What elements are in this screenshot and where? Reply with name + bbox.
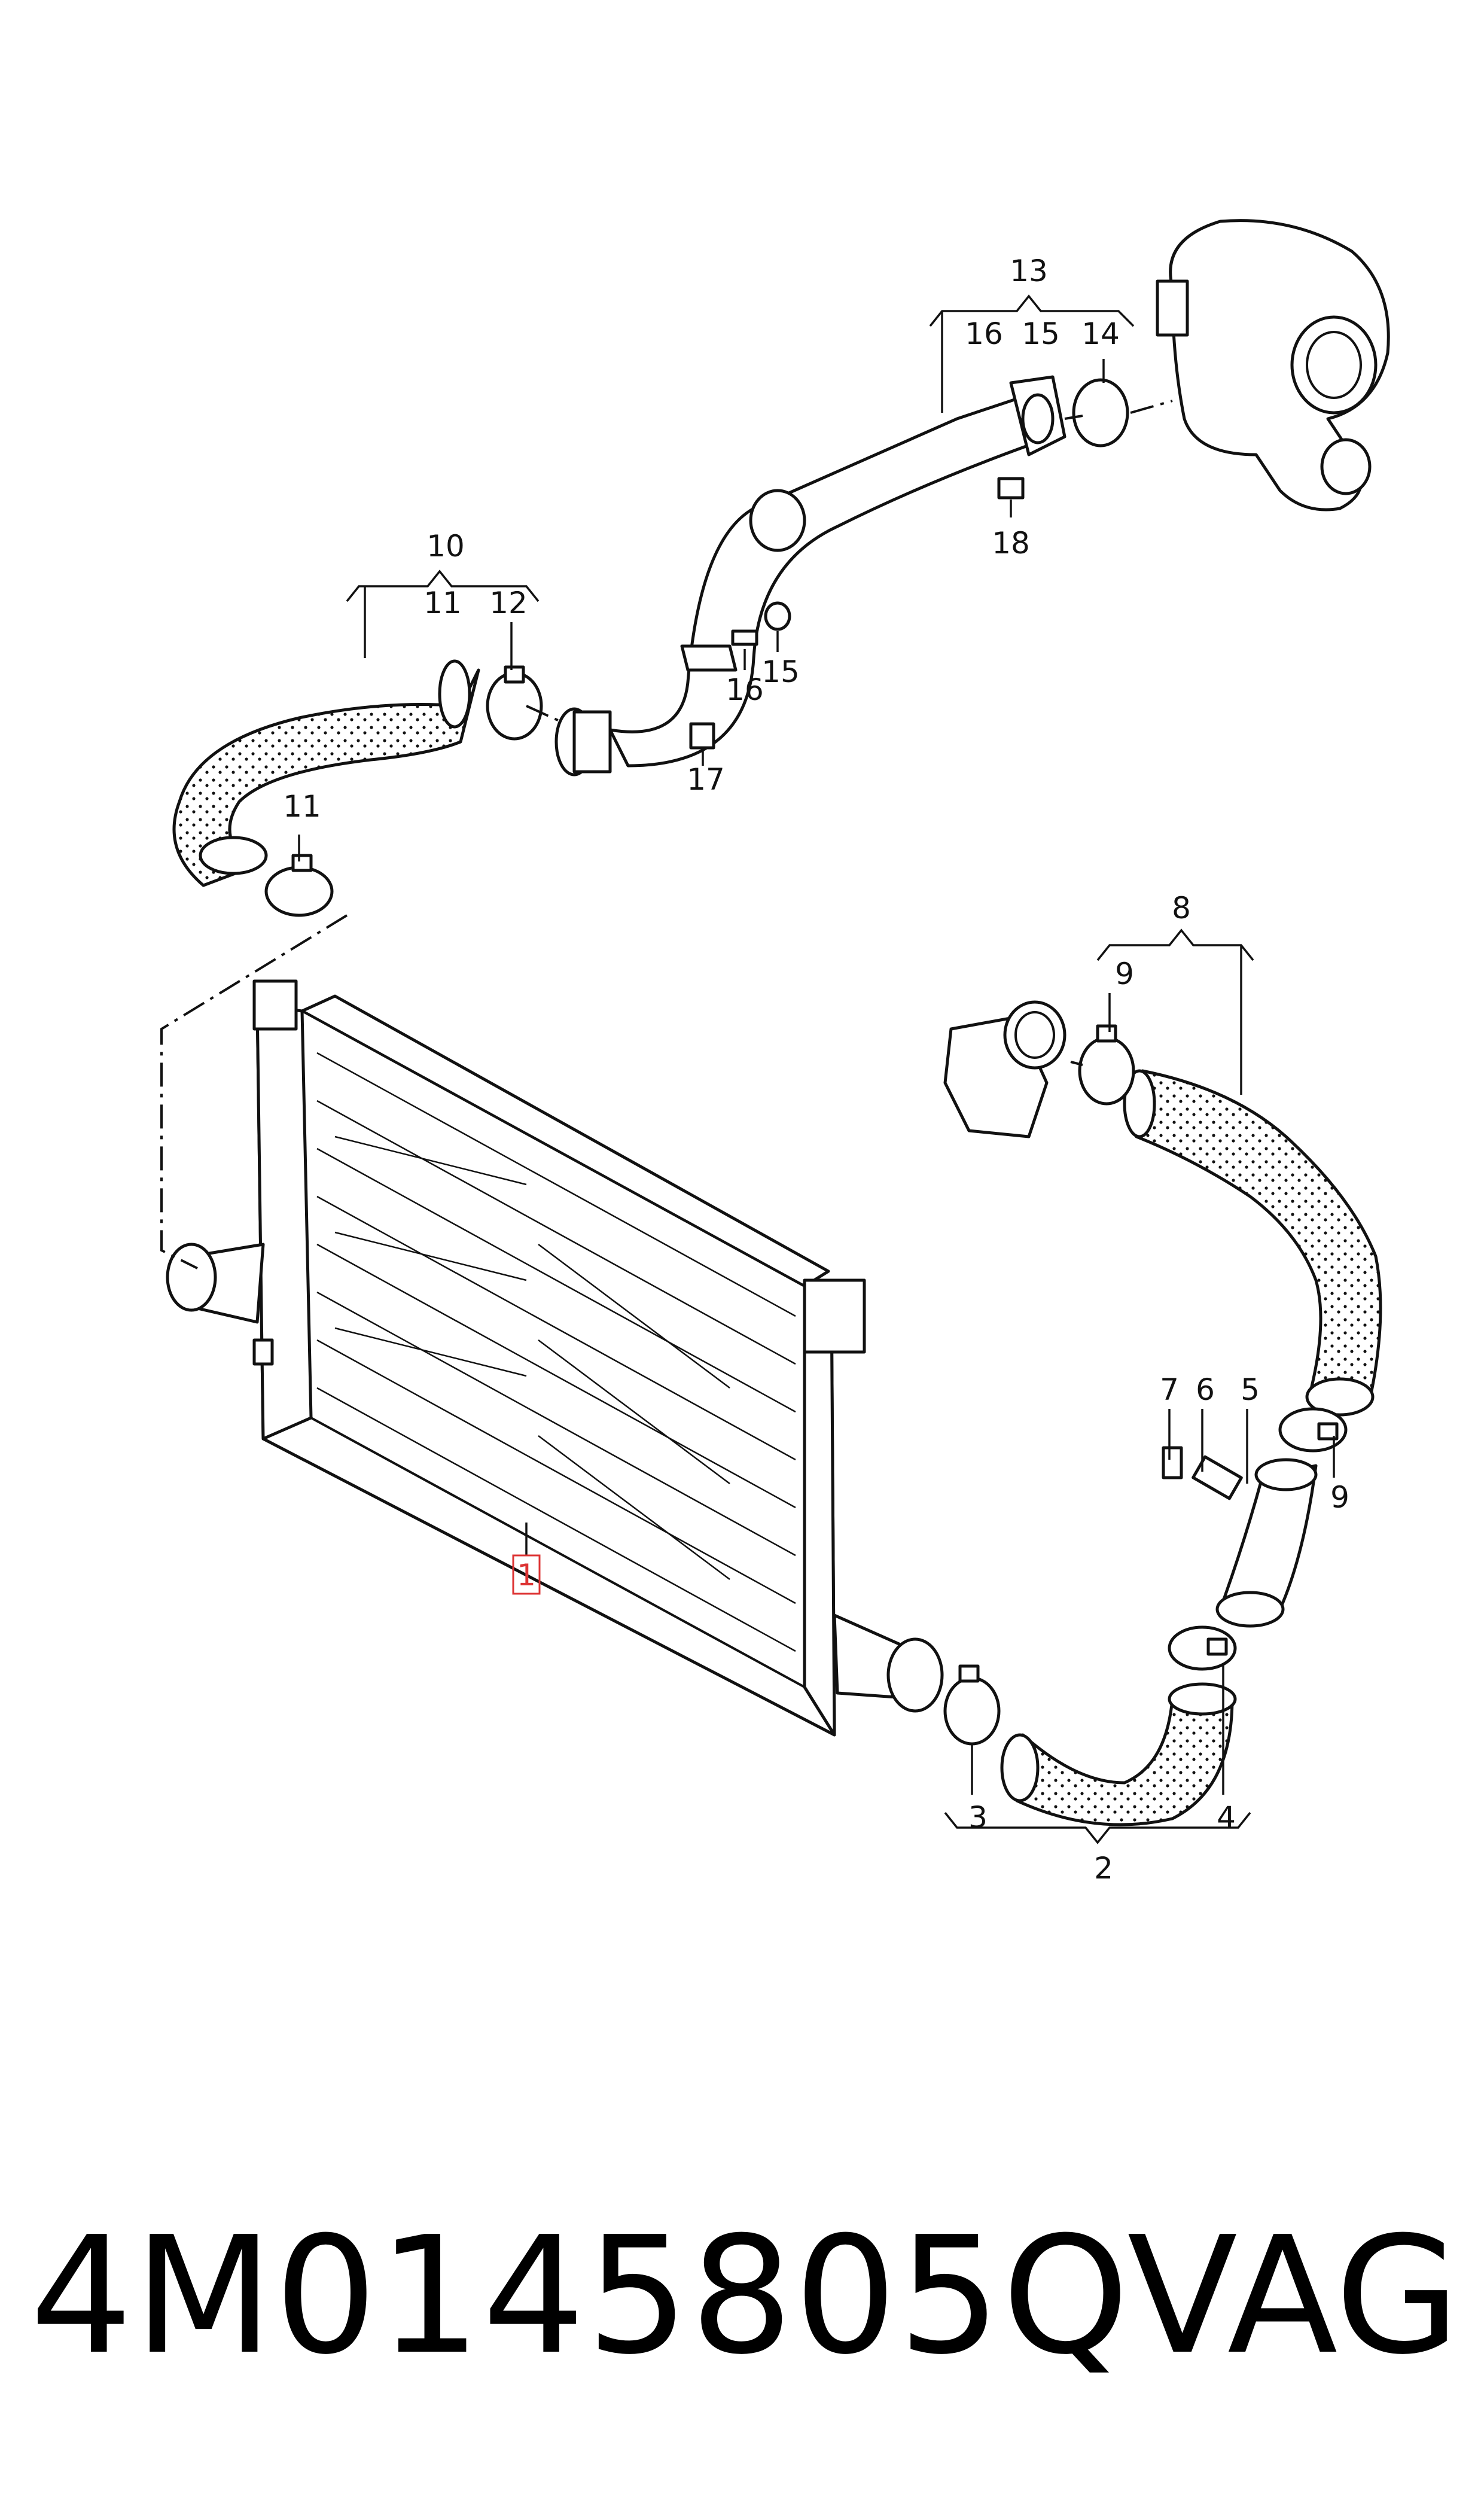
part-number: 4M0145805Q — [30, 2202, 1130, 2390]
turbocharger — [1156, 219, 1390, 511]
bolt-18 — [997, 477, 1025, 500]
callout-17: 17 — [687, 762, 725, 797]
callout-9-upper: 9 — [1115, 957, 1134, 991]
throttle-body — [943, 1000, 1066, 1138]
hose-clamp-4 — [1168, 1625, 1237, 1671]
intercooler — [166, 979, 944, 1737]
callout-15-upper: 15 — [1022, 316, 1060, 351]
callout-1-box — [512, 1554, 541, 1595]
cooling-fins — [316, 1052, 796, 1652]
callout-10: 10 — [426, 529, 465, 564]
callout-9-lower: 9 — [1330, 1480, 1349, 1515]
charge-air-hose-10 — [172, 668, 480, 887]
bolt-7 — [1162, 1446, 1183, 1479]
charge-air-hose-8 — [1135, 1069, 1382, 1402]
callout-14: 14 — [1081, 316, 1120, 351]
callout-15-lower: 15 — [761, 654, 800, 689]
hose-clamp-3 — [943, 1664, 1001, 1746]
brand: VAG — [1127, 2202, 1460, 2390]
hose-clamp-9-upper — [1078, 1024, 1135, 1106]
callout-11-lower: 11 — [283, 789, 321, 824]
bolt-17 — [689, 722, 715, 750]
footer: 4M0145805Q VAG — [0, 2202, 1484, 2429]
callout-18: 18 — [992, 526, 1030, 561]
pipe-flange — [1009, 375, 1066, 456]
callout-1: 1 — [517, 1558, 536, 1593]
callout-16-upper: 16 — [965, 316, 1003, 351]
bolt-16 — [731, 629, 758, 646]
callout-7: 7 — [1160, 1372, 1179, 1407]
callout-16-lower: 16 — [726, 672, 764, 707]
seal-ring-14 — [1072, 378, 1129, 447]
connecting-pipe-5 — [1215, 1458, 1318, 1628]
callout-11-upper: 11 — [423, 586, 462, 620]
callout-4: 4 — [1217, 1800, 1236, 1835]
callout-6: 6 — [1196, 1372, 1215, 1407]
sensor-6 — [1192, 1455, 1243, 1500]
assembly-lines — [160, 400, 1173, 1269]
charge-air-pipe-13 — [608, 393, 1055, 768]
callout-2: 2 — [1094, 1851, 1113, 1886]
hose-clamp-9-lower — [1278, 1407, 1348, 1453]
callout-5: 5 — [1241, 1372, 1260, 1407]
bolt-15 — [764, 601, 791, 631]
charge-air-hose-2 — [1015, 1697, 1234, 1826]
callout-3: 3 — [968, 1800, 988, 1835]
callout-labels: 13 16 15 14 18 10 11 12 16 15 17 11 8 9 … — [283, 254, 1349, 1886]
hose-clamp-11-lower — [264, 854, 334, 917]
callout-13: 13 — [1010, 254, 1048, 288]
callout-12: 12 — [489, 586, 528, 620]
leader-lines — [298, 294, 1335, 1844]
callout-8: 8 — [1172, 891, 1191, 925]
hose-clamp-12 — [486, 665, 543, 741]
